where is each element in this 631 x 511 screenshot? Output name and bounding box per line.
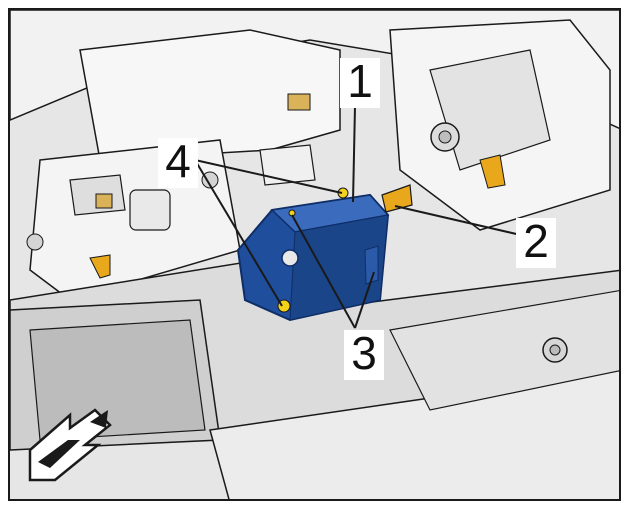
cable-connector — [89, 254, 111, 279]
callout-3: 3 — [344, 330, 384, 380]
flap-actuator — [236, 184, 413, 322]
leader-lines — [194, 105, 526, 329]
callout-2: 2 — [516, 218, 556, 268]
direction-arrow-icon — [28, 408, 112, 482]
callout-1: 1 — [340, 58, 380, 108]
actuator-connector — [381, 184, 413, 213]
callout-4: 4 — [158, 138, 198, 188]
diagram-frame: 1 2 3 4 — [8, 8, 621, 501]
